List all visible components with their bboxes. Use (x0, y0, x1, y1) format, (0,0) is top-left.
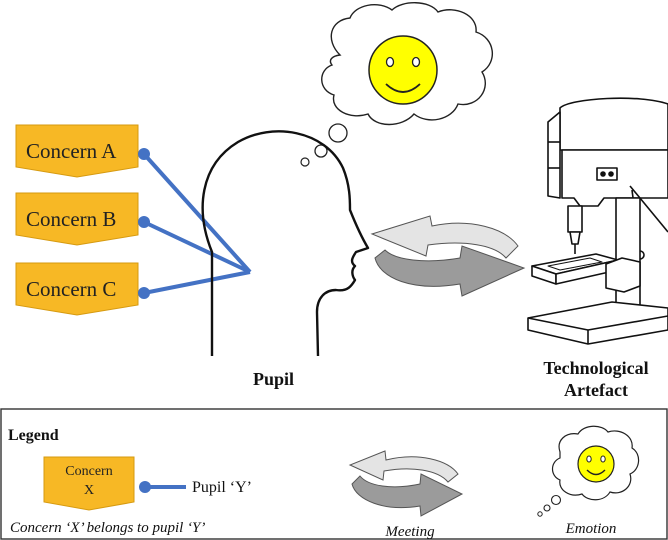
artefact-label-line1: Technological (543, 358, 648, 378)
pupil-label: Pupil (253, 369, 294, 389)
meeting-arrows-icon (370, 215, 526, 297)
legend-link-dot (139, 481, 151, 493)
link-dot-b (138, 216, 150, 228)
concern-c-label: Concern C (26, 277, 116, 301)
drill-press-icon (527, 97, 668, 345)
legend-pupil-text: Pupil ‘Y’ (192, 479, 252, 496)
legend-concern-line1: Concern (65, 464, 112, 479)
legend-title: Legend (8, 427, 59, 444)
legend-caption-concern: Concern ‘X’ belongs to pupil ‘Y’ (10, 520, 205, 536)
legend-caption-meeting: Meeting (384, 524, 435, 540)
artefact-label-line2: Artefact (564, 380, 628, 400)
legend-concern-shape: Concern X (43, 456, 135, 511)
legend-meeting-arrows-icon (348, 450, 464, 517)
link-dot-a (138, 148, 150, 160)
smiley-face-icon (368, 35, 438, 105)
concern-links (138, 148, 252, 299)
link-dot-c (138, 287, 150, 299)
concern-c-shape: Concern C (15, 262, 139, 316)
pupil-head-silhouette-icon (201, 130, 370, 357)
legend-concern-line2: X (84, 483, 94, 498)
concern-b-label: Concern B (26, 207, 116, 231)
concern-a-label: Concern A (26, 139, 117, 163)
legend-smiley-face-icon (577, 445, 615, 483)
concern-a-shape: Concern A (15, 124, 139, 178)
legend-caption-emotion: Emotion (565, 521, 617, 537)
concern-b-shape: Concern B (15, 192, 139, 246)
